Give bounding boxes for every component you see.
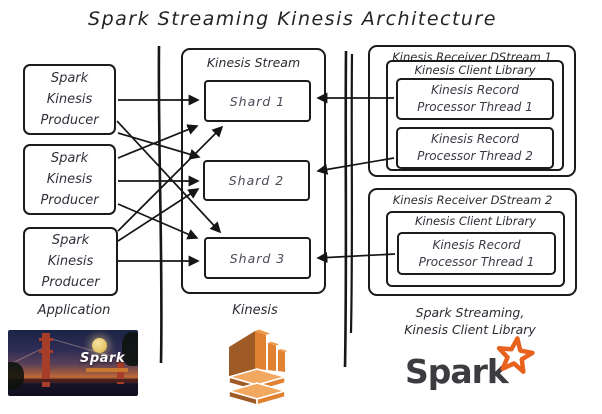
bridge-tower [42, 333, 50, 387]
bridge-crossbeam [39, 338, 53, 341]
kcl-box-2: Kinesis Client Library Kinesis Record Pr… [386, 211, 565, 287]
thread-3-line-2: Processor Thread 1 [418, 254, 535, 269]
producer-2-line-3: Producer [40, 193, 99, 208]
bridge-deck [8, 379, 138, 382]
spark-wordmark-text: Spark [405, 352, 509, 391]
thread-3-line-1: Kinesis Record [432, 237, 521, 252]
producer-box-1: Spark Kinesis Producer [23, 64, 116, 135]
producer-1-line-2: Kinesis [46, 92, 93, 107]
producer-1-line-1: Spark [50, 71, 89, 86]
kcl-2-label: Kinesis Client Library [414, 214, 537, 228]
photo-subtext-bar [86, 368, 128, 372]
tree-silhouette [8, 362, 24, 390]
diagram-title: Spark Streaming Kinesis Architecture [88, 8, 497, 30]
producer-3-line-3: Producer [41, 275, 100, 290]
shard-2-box: Shard 2 [203, 160, 310, 201]
shard-1-label: Shard 1 [229, 93, 286, 109]
record-processor-thread-2-box: Kinesis Record Processor Thread 2 [396, 127, 554, 169]
divider-line-left [157, 45, 163, 364]
receiver-dstream-2-label: Kinesis Receiver DStream 2 [392, 193, 553, 207]
thread-2-line-1: Kinesis Record [430, 132, 520, 146]
spark-streaming-label-line-2: Kinesis Client Library [404, 322, 536, 337]
receiver-dstream-2-box: Kinesis Receiver DStream 2 Kinesis Clien… [368, 188, 577, 296]
kinesis-label: Kinesis [232, 303, 278, 318]
application-label: Application [37, 303, 111, 318]
record-processor-thread-3-box: Kinesis Record Processor Thread 1 [397, 232, 556, 275]
producer-3-line-1: Spark [51, 233, 90, 248]
spark-logo: Spark [405, 336, 540, 396]
photo-spark-text: Spark [80, 351, 125, 366]
divider-line-right [343, 50, 348, 368]
kcl-1-label: Kinesis Client Library [414, 63, 536, 77]
moon-icon [92, 338, 107, 353]
spark-streaming-kcl-label: Spark Streaming, Kinesis Client Library [385, 304, 555, 338]
kinesis-service-icon [228, 329, 288, 405]
producer-box-3: Spark Kinesis Producer [23, 227, 118, 296]
producer-box-2: Spark Kinesis Producer [23, 144, 116, 215]
kcl-box-1: Kinesis Client Library Kinesis Record Pr… [386, 60, 564, 171]
thread-2-line-2: Processor Thread 2 [417, 149, 533, 163]
bridge-crossbeam [39, 350, 53, 353]
divider-line-right-2 [349, 53, 354, 334]
producer-2-line-2: Kinesis [46, 172, 93, 187]
tree-silhouette [122, 332, 138, 366]
thread-1-line-1: Kinesis Record [430, 83, 520, 97]
producer-3-line-2: Kinesis [47, 254, 94, 269]
producer-1-line-3: Producer [40, 113, 99, 128]
kinesis-stream-label: Kinesis Stream [206, 55, 301, 70]
producer-2-line-1: Spark [50, 151, 89, 166]
spark-streaming-label-line-1: Spark Streaming, [415, 305, 525, 320]
shard-3-label: Shard 3 [229, 250, 286, 266]
receiver-dstream-1-box: Kinesis Receiver DStream 1 Kinesis Clien… [368, 45, 576, 177]
shard-1-box: Shard 1 [204, 80, 311, 122]
bridge-photo: Spark [8, 330, 138, 396]
shard-2-label: Shard 2 [228, 173, 285, 188]
spark-star-icon [496, 336, 535, 374]
thread-1-line-2: Processor Thread 1 [417, 100, 533, 114]
shard-3-box: Shard 3 [204, 237, 311, 279]
bridge-tower [117, 362, 124, 384]
record-processor-thread-1-box: Kinesis Record Processor Thread 1 [396, 78, 554, 120]
